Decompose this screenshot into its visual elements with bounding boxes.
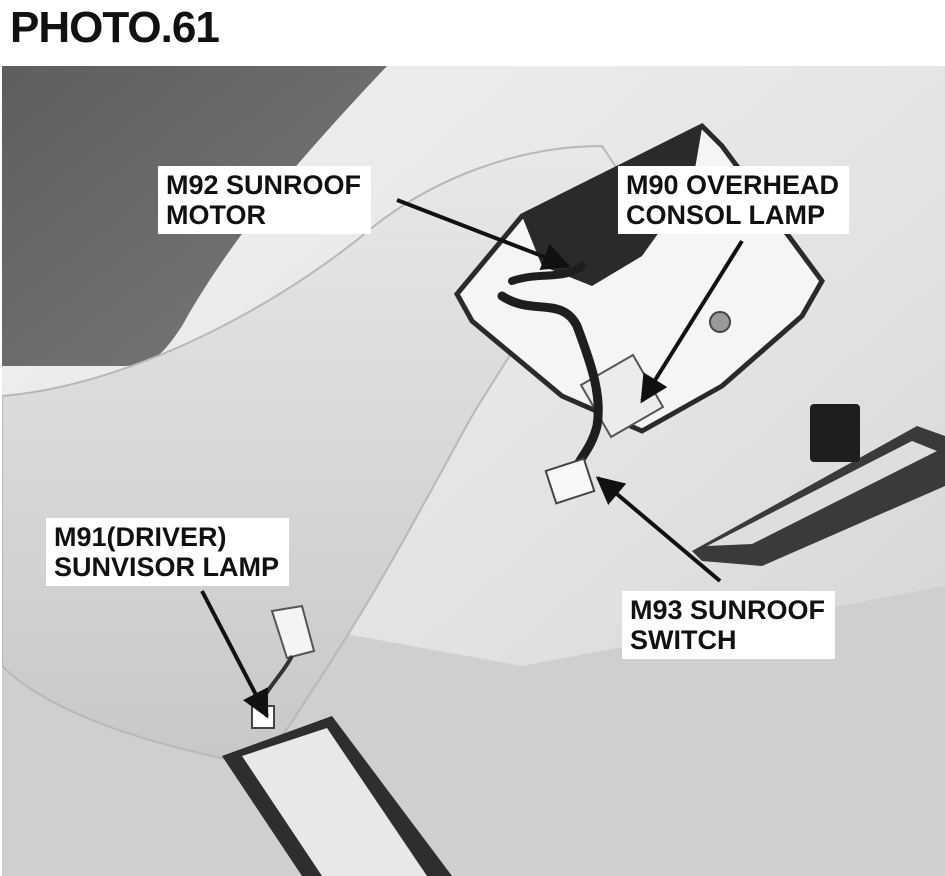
- label-m93-line1: M93 SUNROOF: [630, 595, 826, 625]
- wire-harness-branch: [508, 262, 586, 285]
- label-m90-line1: M90 OVERHEAD: [626, 170, 840, 200]
- sunvisor-lamp-connector: [270, 604, 316, 660]
- a-pillar-inner: [242, 728, 427, 876]
- mirror-mount: [810, 404, 860, 462]
- m91-arrow: [200, 590, 269, 719]
- label-m92-line2: MOTOR: [166, 200, 266, 230]
- label-m92-line1: M92 SUNROOF: [166, 170, 362, 200]
- label-m90-overhead-consol-lamp: M90 OVERHEAD CONSOL LAMP: [618, 166, 850, 234]
- label-m92-sunroof-motor: M92 SUNROOF MOTOR: [158, 166, 372, 234]
- rail-highlight: [707, 441, 937, 546]
- label-m90-line2: CONSOL LAMP: [626, 200, 826, 230]
- m93-arrow: [595, 476, 722, 583]
- label-m91-line1: M91(DRIVER): [54, 522, 227, 552]
- m90-arrow: [640, 239, 744, 404]
- label-m93-sunroof-switch: M93 SUNROOF SWITCH: [622, 591, 836, 659]
- label-m93-line2: SWITCH: [630, 625, 737, 655]
- wire-harness: [497, 291, 603, 471]
- label-m91-driver-sunvisor-lamp: M91(DRIVER) SUNVISOR LAMP: [46, 518, 290, 586]
- mounting-screw: [709, 311, 731, 333]
- component-photo: M92 SUNROOF MOTOR M90 OVERHEAD CONSOL LA…: [2, 66, 945, 876]
- page-title: PHOTO.61: [10, 3, 220, 52]
- m92-arrow: [396, 198, 571, 270]
- label-m91-line2: SUNVISOR LAMP: [54, 552, 280, 582]
- sunroof-switch-connector: [544, 457, 596, 505]
